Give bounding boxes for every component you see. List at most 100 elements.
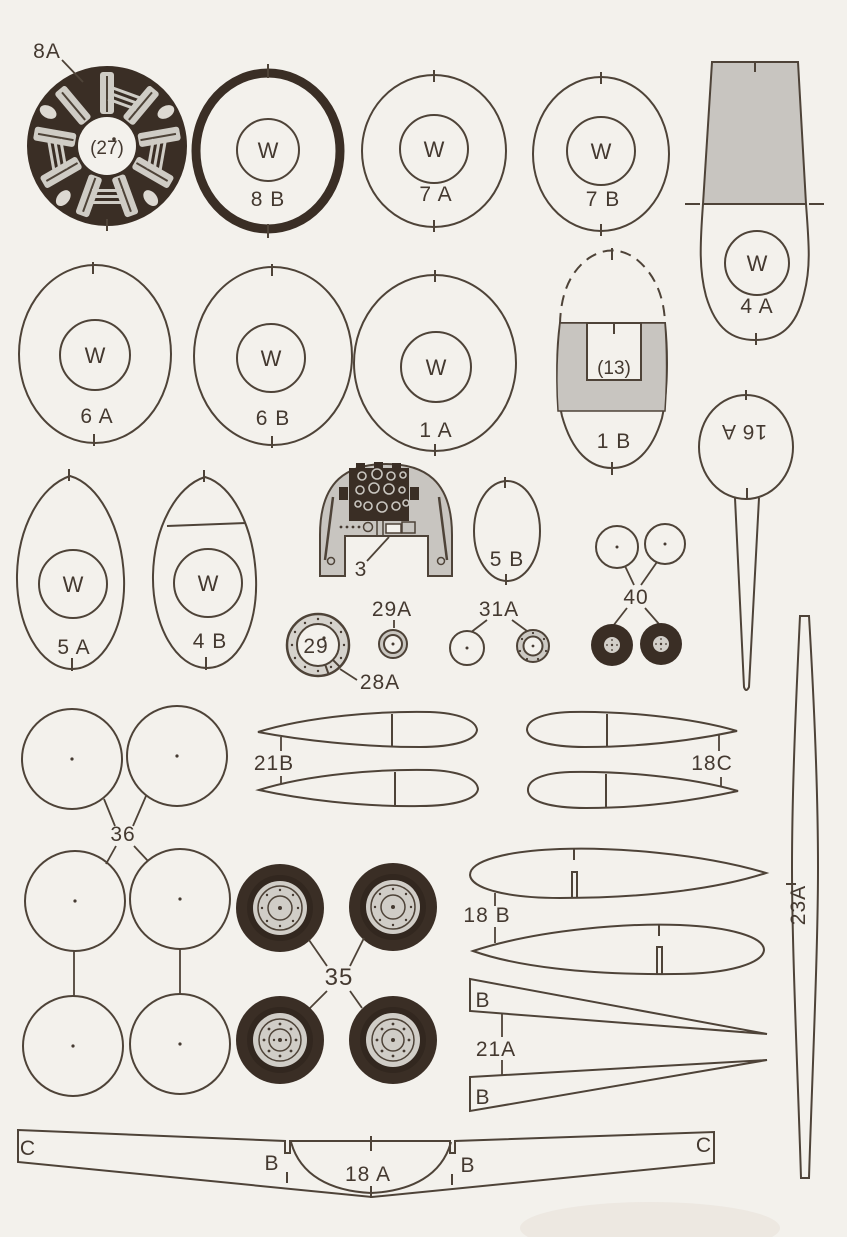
center-punch-dot [112,137,116,141]
gauges [354,468,410,513]
fin-spike [734,497,760,691]
leader-line [511,619,528,632]
part-40-wheels: 40 [591,523,686,666]
part-4b-former: W 4 B [151,470,258,670]
part-31a-wheels: 31A [449,598,550,666]
part-36-discs: 36 [21,705,231,1097]
leader-line [366,536,390,562]
part-29-ring: 29 28A [285,612,400,694]
leader-line [308,939,328,967]
b-marker: B [460,1154,475,1177]
leader-line [640,561,658,586]
part-1a-former: W 1 A [353,270,517,456]
part-36-label: 36 [110,823,135,846]
chord-line [166,522,247,527]
tire [236,996,324,1084]
notch-line [324,664,330,675]
b-marker: B [475,989,490,1012]
leader-line [349,937,365,967]
part-28a-label: 28A [360,671,400,694]
leader-line [61,59,84,83]
b-marker: B [475,1086,490,1109]
dashed-outline [559,249,666,325]
part-29a-wheel: 29A [372,598,412,659]
wood-marker: W [747,251,768,276]
c-marker: C [20,1137,36,1160]
part-40-label: 40 [623,586,648,609]
part-3-label: 3 [355,558,368,581]
part-7b-former: W 7 B [532,72,670,236]
part-4a-cowl: W 4 A [685,61,824,345]
part-31a-label: 31A [479,598,519,621]
part-7a-label: 7 A [419,183,452,206]
wood-marker: W [426,355,447,380]
slot [656,946,663,974]
part-29-label: 29 [303,635,328,658]
part-16a-label: 16 A [721,420,767,443]
part-18a-label: 18 A [345,1163,391,1186]
leader-line [308,990,328,1010]
part-23a-blade: 23A [786,615,820,1179]
wood-marker: W [424,137,445,162]
part-35-label: 35 [325,964,354,991]
part-5a-label: 5 A [57,636,90,659]
leader-line [644,607,660,625]
part-21a-strips: B 21A B [469,977,768,1113]
center-punch-dot [322,636,326,640]
c-marker: C [696,1134,712,1157]
part-5a-former: W 5 A [15,469,126,671]
part-8a-label: 8A [33,40,61,63]
wood-marker: W [261,346,282,371]
tire [591,624,633,666]
part-6b-former: W 6 B [193,264,353,448]
part-3-instrument-panel: 3 [319,462,453,581]
sub-panel [339,521,416,535]
strut-line [437,496,449,561]
leader-line [132,795,147,827]
leader-line [612,607,628,627]
tire [236,864,324,952]
part-6a-label: 6 A [80,405,113,428]
part-8a-engine-former: (27) 8A [27,40,187,231]
part-18b-airfoils: 18 B [463,847,770,976]
wood-marker: W [85,343,106,368]
part-21b-airfoils: 21B [254,710,480,808]
part-16a-fin: 16 A [698,390,794,691]
leader-line [339,668,358,681]
notch-line [332,659,341,668]
part-1a-label: 1 A [419,419,452,442]
wood-marker: W [63,572,84,597]
leader-line [105,845,117,865]
tire [349,996,437,1084]
part-7a-former: W 7 A [361,70,507,232]
scan-shadow [520,1202,780,1237]
part-8a-center-label: (27) [90,138,124,159]
wood-marker: W [591,139,612,164]
stipple-dots [518,631,548,661]
part-29a-label: 29A [372,598,412,621]
part-23a-label: 23A [787,885,810,925]
wood-marker: W [198,571,219,596]
leader-line [349,990,363,1009]
part-1b-inset-label: (13) [597,358,631,379]
part-18c-label: 18C [691,752,733,775]
part-6b-label: 6 B [256,407,291,430]
leader-line [103,798,116,827]
part-1b-label: 1 B [597,430,632,453]
tire [640,623,682,665]
stipple-dots [290,617,346,673]
leader-line [624,565,635,586]
b-marker: B [264,1152,279,1175]
tire [349,863,437,951]
part-18b-label: 18 B [463,904,510,927]
part-4b-label: 4 B [193,630,228,653]
part-7b-label: 7 B [586,188,621,211]
slot [571,871,578,898]
part-5b-label: 5 B [490,548,525,571]
part-18a-wing-spar: C C B B 18 A [17,1128,715,1199]
wood-marker: W [258,138,279,163]
part-1b-former: (13) 1 B [556,248,668,475]
part-8b-label: 8 B [251,188,286,211]
